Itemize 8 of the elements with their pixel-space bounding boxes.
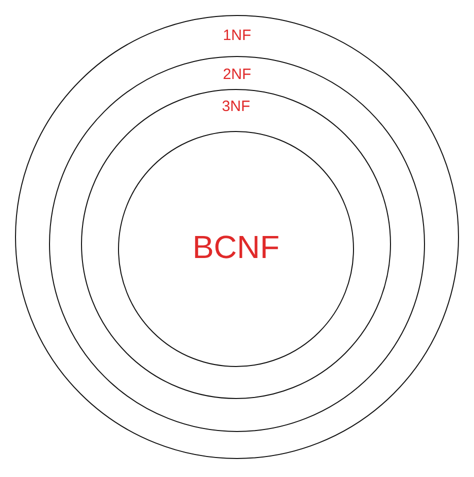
circle-label: 2NF [222, 67, 252, 82]
set-circle [15, 15, 459, 459]
circle-label: BCNF [192, 231, 280, 263]
set-circle [118, 131, 354, 367]
set-circle [81, 89, 391, 399]
circle-label: 3NF [222, 99, 250, 114]
set-circle [49, 56, 425, 432]
circle-label: 1NF [222, 28, 252, 43]
